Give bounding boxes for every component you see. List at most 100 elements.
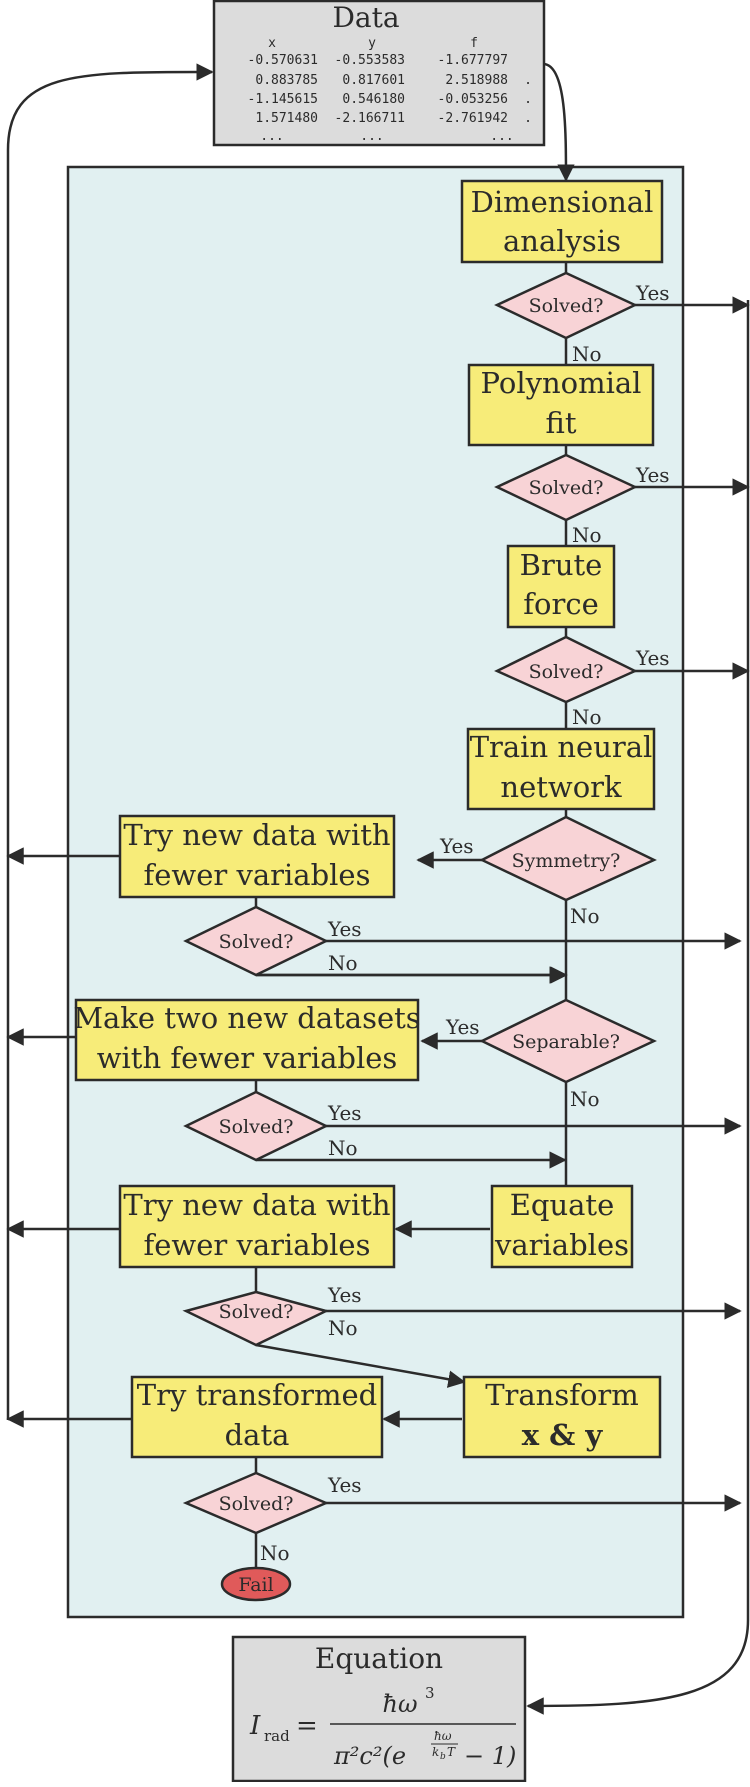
data-cell: 2.518988 [445,73,508,88]
step-box [466,727,656,811]
step-label: Polynomial [481,366,642,400]
step-box [74,998,420,1082]
fail-ellipse [220,1566,292,1602]
equation-exp-den: k [432,1745,439,1759]
arrow-to-equation [526,300,750,1715]
step-label: data [225,1418,290,1452]
decision-label: Separable? [512,1031,620,1053]
data-cell: 1.571480 [255,111,318,126]
no-label: No [328,1316,358,1340]
arrow-no [255,1343,466,1388]
equation-exp-den-sub: b [440,1752,446,1762]
decision-label: Solved? [219,1116,294,1138]
step-try-new-data-2: Try new data with fewer variables [118,1184,396,1269]
step-train-neural-network: Train neural network [466,727,656,811]
step-polynomial-fit: Polynomial fit [467,363,655,447]
data-cell: -0.570631 [248,53,318,68]
step-brute-force: Brute force [506,544,616,629]
data-cell: -0.553583 [335,53,405,68]
decision-separable: Separable? [479,998,657,1084]
yes-label: Yes [327,1101,362,1125]
decision-diamond [182,1471,330,1535]
data-cell: ... [360,129,383,144]
decision-label: Solved? [219,931,294,953]
no-label: No [570,1087,600,1111]
step-equate-variables: Equate variables [490,1184,634,1269]
decision-label: Solved? [219,1493,294,1515]
decision-solved-7: Solved? [182,1471,330,1535]
step-label: Make two new datasets [73,1001,420,1035]
step-make-two-datasets: Make two new datasets with fewer variabl… [73,998,421,1082]
yes-label: Yes [327,917,362,941]
step-label: Train neural [470,730,653,764]
decision-diamond [183,905,329,977]
data-cell: -2.761942 [438,111,508,126]
yes-label: Yes [327,1473,362,1497]
data-cell: -1.145615 [248,92,318,107]
equation-denominator: π²c²(e [333,1742,406,1770]
data-cell: ... [260,129,283,144]
decision-label: Solved? [219,1301,294,1323]
decision-label: Solved? [529,477,604,499]
decision-diamond [494,635,638,704]
step-label: Try transformed [137,1378,377,1412]
no-label: No [328,951,358,975]
connectors [6,62,750,1715]
step-label: analysis [503,224,621,258]
step-label: Equate [510,1188,615,1222]
yes-label: Yes [635,281,670,305]
step-label: Try new data with [123,1188,390,1222]
decision-label: Solved? [529,661,604,683]
step-label: force [523,587,598,621]
step-label: variables [494,1228,629,1262]
branch-labels: Yes No Yes No Yes No Yes No Yes No Yes N… [260,281,670,1565]
decision-diamond [494,271,638,340]
step-box [462,1375,662,1459]
no-label: No [570,904,600,928]
terminal-fail: Fail [220,1566,292,1602]
step-box [460,179,664,264]
no-label: No [572,705,602,729]
step-box [467,363,655,447]
yes-label: Yes [439,834,474,858]
data-cell: -2.166711 [335,111,405,126]
data-cell: . [524,111,532,126]
no-label: No [328,1136,358,1160]
data-box-title: Data [332,1,399,34]
arrow-loop-back [6,63,214,1420]
data-header-f: f [470,36,478,51]
data-box-frame [212,0,546,147]
equation-lhs: I [249,1711,261,1741]
yes-label: Yes [635,646,670,670]
data-cell: 0.817601 [342,73,405,88]
decision-symmetry: Symmetry? [479,815,657,902]
step-label: fewer variables [144,858,371,892]
data-cell: ... [490,129,513,144]
step-try-transformed-data: Try transformed data [130,1375,384,1459]
decision-solved-1: Solved? [494,271,638,340]
equation-denominator-tail: − 1) [464,1742,516,1770]
decision-solved-3: Solved? [494,635,638,704]
step-label: Brute [520,548,603,582]
step-box [130,1375,384,1459]
no-label: No [572,342,602,366]
step-label: network [500,770,622,804]
equation-exp-num: ħω [434,1729,452,1743]
step-label: Transform [485,1378,639,1412]
step-label: with fewer variables [97,1041,398,1075]
equation-numerator: ħω [382,1690,417,1718]
data-cell: -1.677797 [438,53,508,68]
yes-label: Yes [445,1015,480,1039]
decision-solved-5: Solved? [183,1090,329,1162]
step-label: Dimensional [471,185,654,219]
data-box: Data x y f -0.570631 -0.553583 -1.677797… [212,0,546,147]
no-label: No [572,523,602,547]
decision-solved-2: Solved? [494,453,638,522]
decision-label: Solved? [529,295,604,317]
no-label: No [260,1541,290,1565]
decision-diamond [479,998,657,1084]
data-cell: 0.883785 [255,73,318,88]
yes-label: Yes [635,463,670,487]
